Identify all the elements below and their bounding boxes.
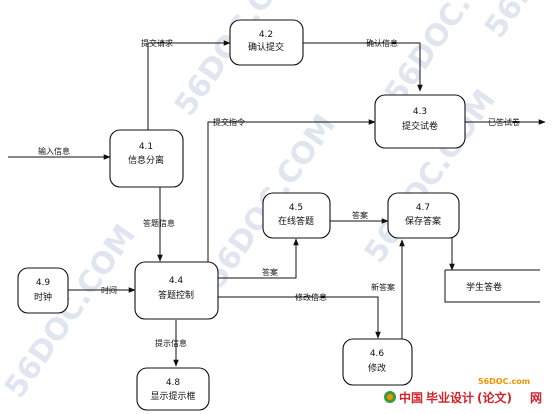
flows bbox=[8, 40, 546, 367]
process-4-4: 4.4 答题控制 bbox=[134, 261, 219, 320]
data-store-outline bbox=[444, 270, 540, 303]
flow-answer-to-online bbox=[218, 238, 299, 279]
flow-confirm-info bbox=[303, 42, 423, 92]
process-4-2: 4.2 确认提交 bbox=[229, 19, 304, 66]
process-name: 在线答题 bbox=[278, 215, 314, 227]
label-answered-paper: 已答试卷 bbox=[488, 117, 520, 127]
process-4-9: 4.9 时钟 bbox=[17, 267, 69, 314]
process-name: 答题控制 bbox=[158, 289, 194, 301]
process-name: 保存答案 bbox=[405, 215, 441, 227]
watermark-text: 56DOC.COM bbox=[0, 218, 143, 404]
label-answer-to-save: 答案 bbox=[352, 210, 368, 220]
footer-brand-cn: 中国 bbox=[399, 390, 423, 405]
label-confirm-info: 确认信息 bbox=[366, 38, 398, 48]
process-box bbox=[374, 94, 466, 149]
process-4-3: 4.3 提交试卷 bbox=[374, 94, 466, 149]
process-number: 4.2 bbox=[259, 30, 273, 40]
process-box bbox=[136, 367, 210, 411]
process-box bbox=[109, 129, 184, 188]
process-box bbox=[387, 192, 460, 239]
footer-brand-main: 毕业设计 bbox=[426, 390, 474, 405]
process-4-5: 4.5 在线答题 bbox=[262, 192, 331, 239]
process-4-8: 4.8 显示提示框 bbox=[136, 367, 210, 411]
flow-labels: 输入信息 提交请求 确认信息 提交指令 已答试卷 答题信息 时间 答案 答案 修… bbox=[38, 38, 520, 348]
label-modify-info: 修改信息 bbox=[295, 292, 327, 302]
process-box bbox=[229, 19, 304, 66]
label-submit-request: 提交请求 bbox=[141, 38, 173, 48]
process-box bbox=[134, 261, 219, 320]
label-new-answer: 新答案 bbox=[371, 282, 395, 292]
footer-brand-paren: (论文) bbox=[477, 390, 512, 405]
process-number: 4.7 bbox=[416, 203, 430, 213]
process-name: 修改 bbox=[368, 362, 386, 374]
flow-modify-info bbox=[218, 296, 381, 339]
process-box bbox=[262, 192, 331, 239]
brand-logo-icon-inner bbox=[387, 394, 393, 400]
process-4-1: 4.1 信息分离 bbox=[109, 129, 184, 188]
process-name: 提交试卷 bbox=[402, 120, 438, 132]
data-store-label: 学生答卷 bbox=[466, 281, 502, 293]
process-number: 4.8 bbox=[166, 378, 181, 388]
process-box bbox=[17, 267, 69, 314]
process-number: 4.5 bbox=[289, 203, 303, 213]
footer-brand-net: 网 bbox=[530, 391, 542, 405]
label-answer-info: 答题信息 bbox=[143, 218, 175, 228]
watermark-text: 56DOC.COM bbox=[478, 0, 555, 45]
label-answer-to-online: 答案 bbox=[262, 267, 278, 277]
footer-site-text: 56DOC.com bbox=[478, 377, 530, 386]
process-4-6: 4.6 修改 bbox=[342, 338, 413, 386]
process-number: 4.3 bbox=[413, 107, 427, 117]
process-number: 4.4 bbox=[169, 276, 184, 286]
process-4-7: 4.7 保存答案 bbox=[387, 192, 460, 239]
label-time: 时间 bbox=[101, 285, 117, 295]
label-submit-command: 提交指令 bbox=[213, 117, 245, 127]
process-name: 确认提交 bbox=[248, 41, 284, 53]
label-prompt-info: 提示信息 bbox=[155, 338, 187, 348]
process-name: 显示提示框 bbox=[150, 390, 195, 402]
footer-brand: 56DOC.com 中国 毕业设计 (论文) 网 bbox=[384, 377, 542, 405]
process-name: 时钟 bbox=[34, 291, 52, 303]
process-name: 信息分离 bbox=[128, 154, 164, 166]
process-number: 4.9 bbox=[36, 278, 51, 288]
process-number: 4.1 bbox=[139, 142, 153, 152]
flow-submit-command bbox=[207, 119, 376, 270]
data-store-student-answers: 学生答卷 bbox=[444, 269, 540, 303]
process-number: 4.6 bbox=[370, 349, 385, 359]
label-input-info: 输入信息 bbox=[38, 146, 70, 156]
flow-submit-request bbox=[147, 40, 231, 130]
process-box bbox=[342, 338, 413, 386]
